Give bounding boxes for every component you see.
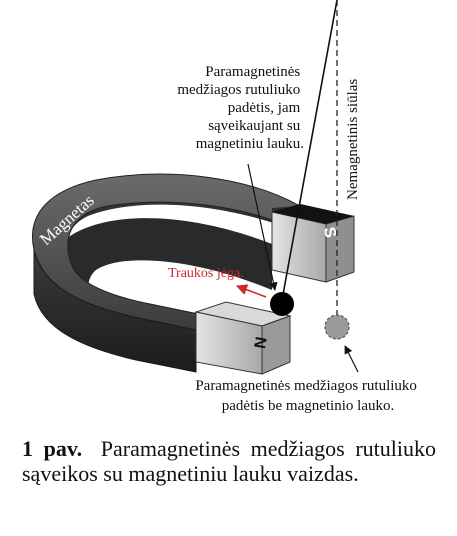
magnet-inner-face [52, 218, 272, 316]
pole-north-label: N [250, 335, 269, 349]
figure-caption-text: Paramagnetinės medžiagos rutuliuko sąvei… [22, 436, 436, 486]
thread-label: Nemagnetinis siūlas [345, 79, 361, 200]
annotation-with-field-line: medžiagos rutuliuko [177, 82, 300, 98]
annotation-without-field-line: Paramagnetinės medžiagos rutuliuko [195, 378, 417, 394]
annotation-with-field-line: padėtis, jam [228, 100, 301, 116]
force-arrow [235, 284, 267, 298]
thread-displaced [281, 0, 338, 301]
annotation-arrow-with-field [247, 163, 278, 291]
magnet-lower-arm [33, 249, 197, 373]
figure-caption: 1 pav. Paramagnetinės medžiagos rutuliuk… [22, 436, 436, 486]
ball-with-field [270, 292, 294, 316]
annotation-with-field: Paramagnetinės medžiagos rutuliuko padėt… [177, 64, 304, 152]
annotation-without-field: Paramagnetinės medžiagos rutuliuko padėt… [195, 378, 420, 414]
south-pole [271, 204, 355, 283]
force-label: Traukos jėga. [168, 266, 244, 281]
annotation-arrow-without-field [344, 345, 359, 373]
pole-south-label: S [320, 226, 339, 240]
annotation-with-field-line: sąveikaujant su [208, 118, 301, 134]
figure-number: 1 [22, 436, 33, 461]
annotation-without-field-line: padėtis be magnetinio lauko. [222, 398, 394, 414]
figure-abbr: pav. [43, 436, 83, 461]
annotation-with-field-line: magnetiniu lauku. [196, 136, 304, 152]
annotation-with-field-line: Paramagnetinės [205, 64, 300, 80]
ball-without-field [324, 314, 350, 340]
north-pole [194, 301, 292, 375]
